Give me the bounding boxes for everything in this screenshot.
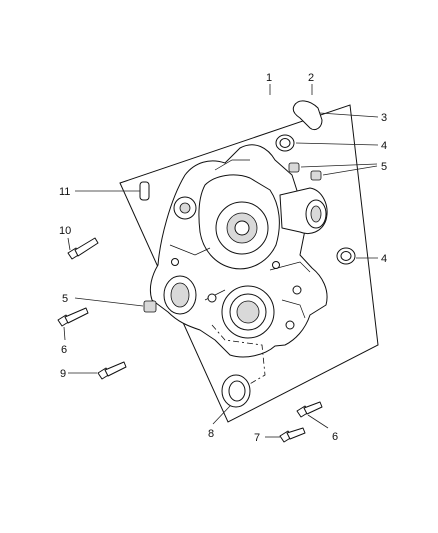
plug-right-part-5 [310,170,322,181]
bolt-part-9 [97,361,127,380]
o-ring-upper-part-4 [275,134,295,152]
bolt-part-6-right [296,401,323,418]
plug-left-part-5 [143,300,157,313]
bolt-part-10 [67,237,99,260]
callout-5b: 5 [62,293,68,305]
timing-cover-housing [149,144,328,358]
callout-10: 10 [59,225,71,237]
callout-5a: 5 [381,161,387,173]
callout-6b: 6 [332,431,338,443]
bolt-part-7 [279,427,306,443]
callout-3: 3 [381,112,387,124]
callout-4a: 4 [381,140,387,152]
gasket-part-2 [292,100,323,131]
callout-8: 8 [208,428,214,440]
callout-7: 7 [254,432,260,444]
seal-alignment-line [211,324,266,386]
callout-6a: 6 [61,344,67,356]
bolt-part-6-left [57,307,89,327]
plug-upper-part-5 [288,162,300,173]
callout-2: 2 [308,72,314,84]
callout-11: 11 [59,186,70,198]
crankshaft-seal-part-8 [221,374,251,408]
callout-9: 9 [60,368,66,380]
leader-lines [63,84,379,438]
o-ring-lower-part-4 [336,247,356,265]
callout-4b: 4 [381,253,387,265]
assembly-boundary [119,104,379,423]
dowel-pin-part-11 [139,181,150,201]
callout-1: 1 [266,72,272,84]
